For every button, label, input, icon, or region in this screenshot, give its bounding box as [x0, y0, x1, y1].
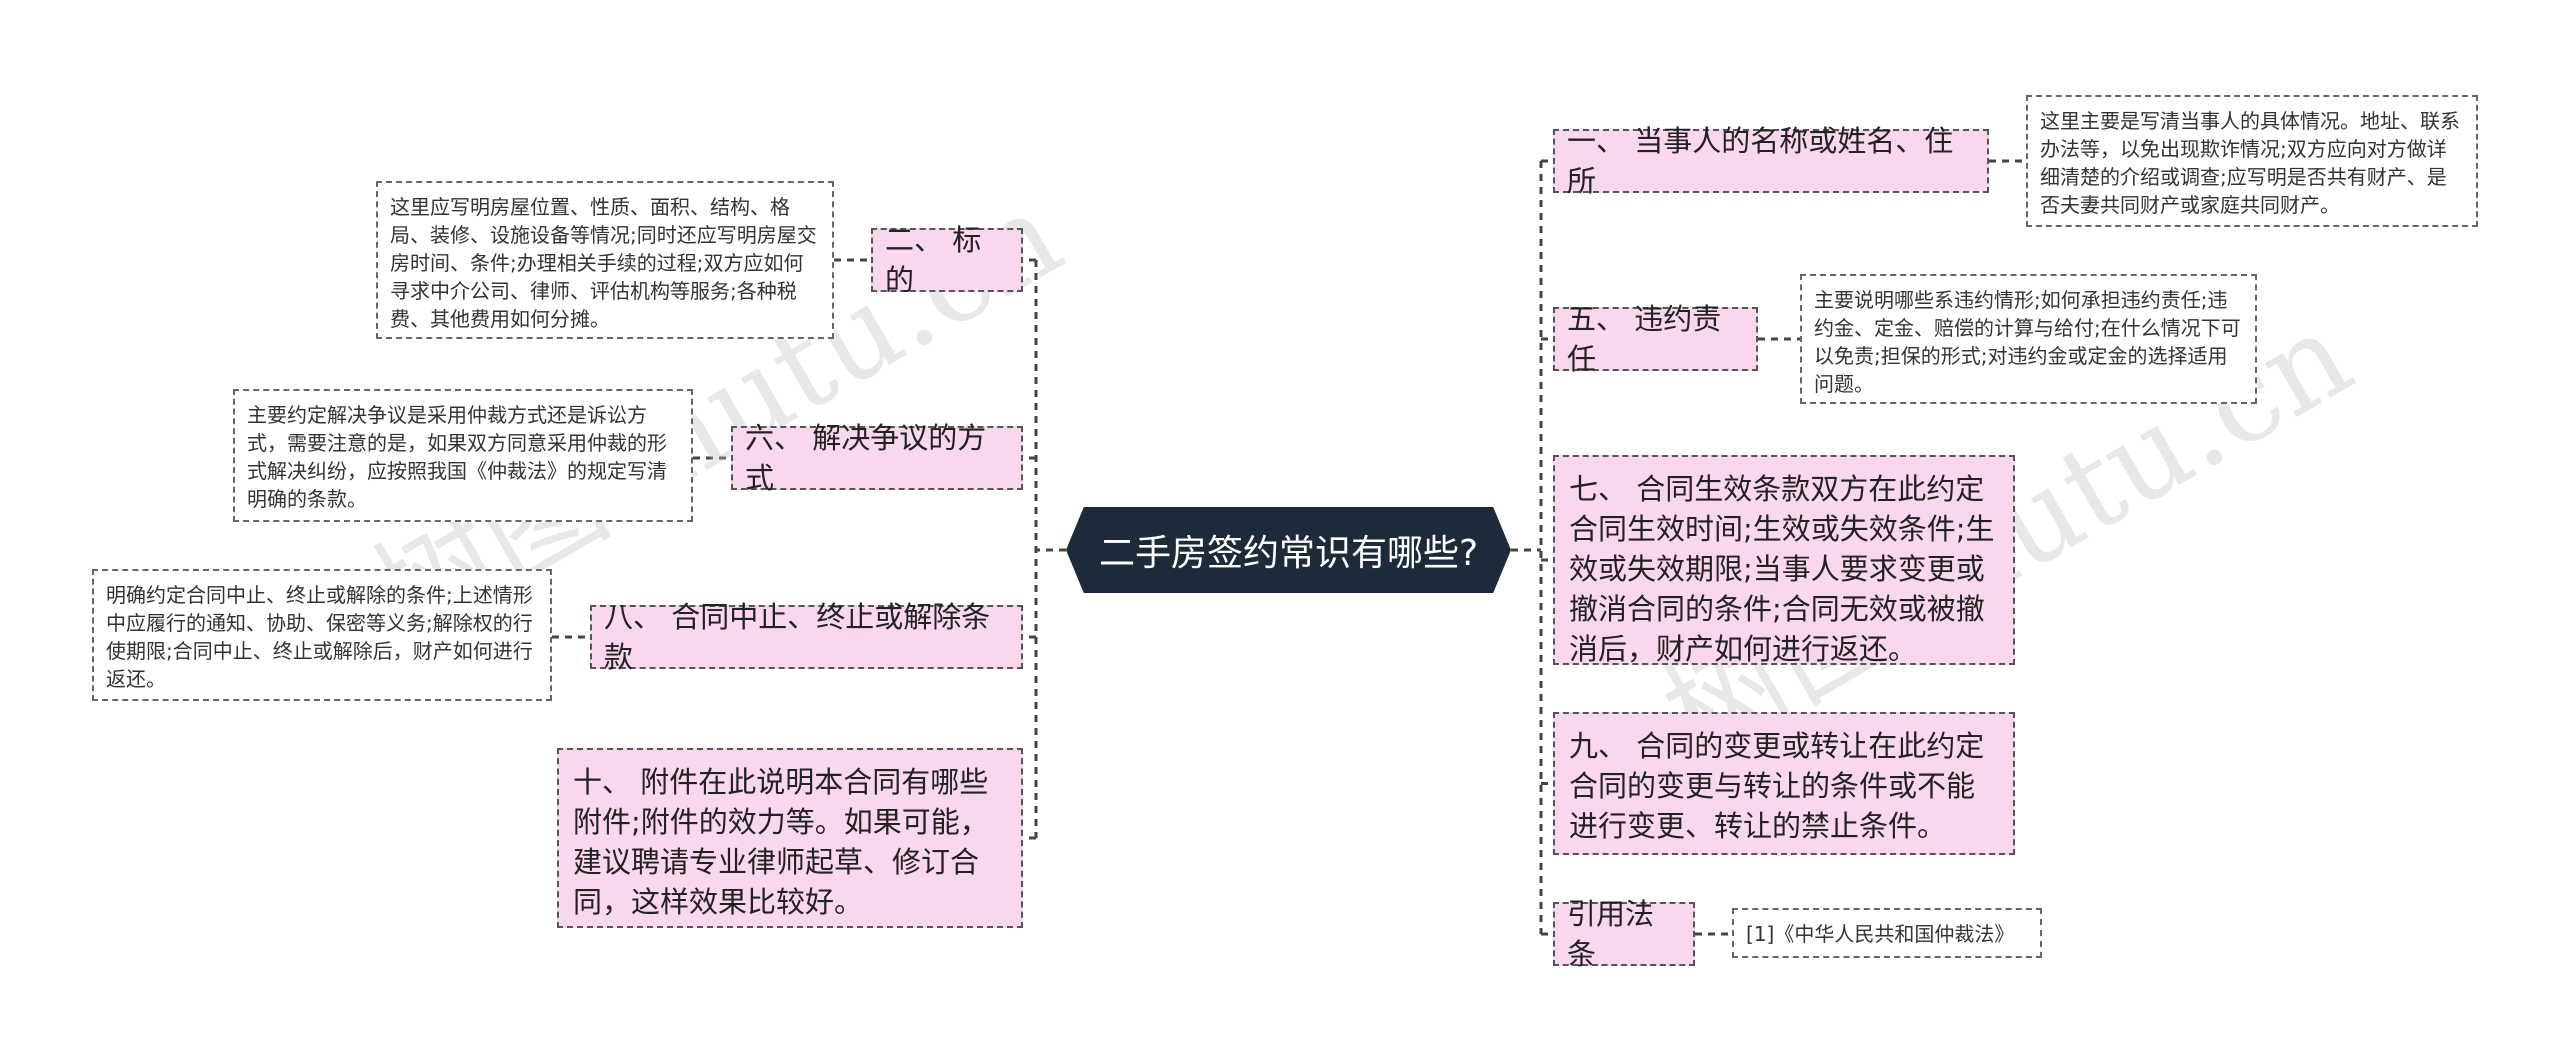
branch-liability[interactable]: 五、 违约责任	[1553, 302, 1758, 376]
branch-effective-clause[interactable]: 七、 合同生效条款双方在此约定合同生效时间;生效或失效条件;生效或失效期限;当事…	[1553, 455, 2015, 666]
note-dispute-resolution: 主要约定解决争议是采用仲裁方式还是诉讼方式，需要注意的是，如果双方同意采用仲裁的…	[233, 389, 693, 522]
note-cited-law: [1]《中华人民共和国仲裁法》	[1732, 908, 2042, 958]
note-liability: 主要说明哪些系违约情形;如何承担违约责任;违约金、定金、赔偿的计算与给付;在什么…	[1800, 274, 2257, 404]
branch-attachments[interactable]: 十、 附件在此说明本合同有哪些附件;附件的效力等。如果可能，建议聘请专业律师起草…	[557, 748, 1023, 928]
branch-cited-law[interactable]: 引用法条	[1553, 897, 1695, 971]
note-parties: 这里主要是写清当事人的具体情况。地址、联系办法等，以免出现欺诈情况;双方应向对方…	[2026, 95, 2478, 227]
branch-termination-clause[interactable]: 八、 合同中止、终止或解除条款	[590, 600, 1023, 674]
branch-parties[interactable]: 一、 当事人的名称或姓名、住所	[1553, 124, 1989, 198]
branch-subject-matter[interactable]: 二、 标的	[871, 223, 1023, 297]
branch-dispute-resolution[interactable]: 六、 解决争议的方式	[731, 421, 1023, 495]
note-termination-clause: 明确约定合同中止、终止或解除的条件;上述情形中应履行的通知、协助、保密等义务;解…	[92, 569, 552, 701]
branch-modification-clause[interactable]: 九、 合同的变更或转让在此约定合同的变更与转让的条件或不能进行变更、转让的禁止条…	[1553, 712, 2015, 855]
note-subject-matter: 这里应写明房屋位置、性质、面积、结构、格局、装修、设施设备等情况;同时还应写明房…	[376, 181, 834, 339]
central-topic[interactable]: 二手房签约常识有哪些?	[1066, 507, 1511, 593]
